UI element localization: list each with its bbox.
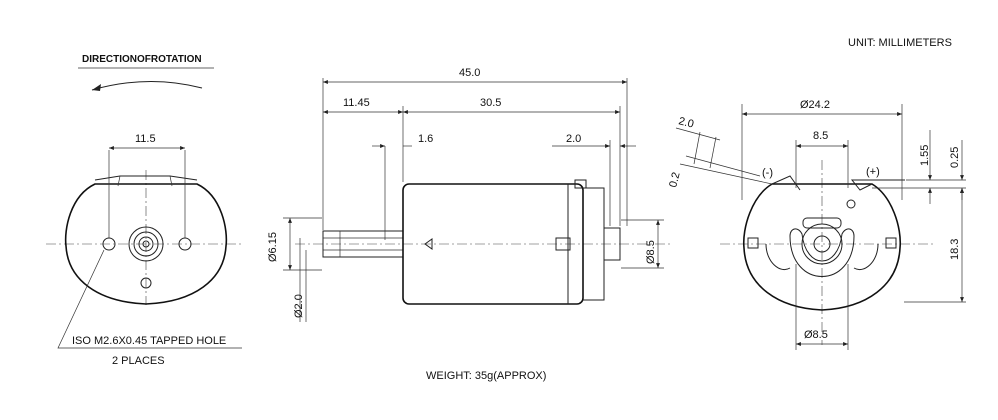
- terminal-width-dim: 2.0: [677, 115, 695, 130]
- rear-bearing-slot: [789, 228, 855, 277]
- height-dim: 18.3: [949, 239, 961, 260]
- rear-body-dia-dim: Ø24.2: [800, 99, 830, 111]
- terminal-spacing-dim: 8.5: [813, 130, 828, 142]
- vent-hole: [140, 277, 152, 289]
- terminal-thickness-dim: 0.2: [667, 171, 682, 189]
- overall-length-dim: 45.0: [459, 67, 480, 79]
- boss-length-dim: 1.6: [418, 133, 433, 145]
- rear-boss-dia-dim: Ø8.5: [645, 240, 657, 264]
- front-terminal-tab: [94, 175, 198, 181]
- tapped-hole-note: ISO M2.6X0.45 TAPPED HOLE: [72, 335, 226, 347]
- terminal-plus: [850, 179, 905, 191]
- front-housing-outline: [64, 183, 228, 305]
- brush-holder: [802, 217, 842, 229]
- terminal-gap-dim: 0.25: [949, 147, 961, 168]
- body-length-dim: 30.5: [480, 97, 501, 109]
- terminal-offset-dim: 1.55: [919, 145, 931, 166]
- front-view: 11.5 ISO M2.6X0.45 TAPPED HOLE 2 PLACES: [46, 133, 244, 367]
- rear-housing-outline: [742, 183, 902, 311]
- bearing-dia-dim: Ø8.5: [804, 329, 828, 341]
- tapped-hole-count: 2 PLACES: [112, 355, 165, 367]
- direction-of-rotation: DIRECTIONOFROTATION: [78, 54, 214, 91]
- shaft-length-dim: 11.45: [343, 97, 370, 109]
- minus-label: (-): [762, 167, 773, 179]
- rear-length-dim: 2.0: [566, 133, 581, 145]
- weight-note: WEIGHT: 35g(APPROX): [426, 370, 546, 382]
- terminal-minus: [771, 175, 801, 191]
- plus-label: (+): [866, 166, 880, 178]
- shaft-boss: [128, 226, 164, 262]
- rear-view: Ø24.2 8.5 2.0 0.2 (-) (+) 1.55 0.25 18.3: [667, 99, 966, 350]
- body-dia-dim: Ø6.15: [267, 232, 279, 262]
- motor-body: [402, 183, 584, 305]
- rotation-arrow-icon: [91, 80, 203, 91]
- rear-boss: [603, 227, 621, 261]
- side-view: 45.0 11.45 30.5 1.6 2.0 Ø6.15 Ø2.0 Ø8.5: [267, 67, 670, 322]
- direction-label: DIRECTIONOFROTATION: [82, 54, 202, 65]
- unit-note: UNIT: MILLIMETERS: [848, 37, 952, 49]
- hole-spacing-dim: 11.5: [135, 133, 156, 145]
- shaft-dia-dim: Ø2.0: [293, 294, 305, 318]
